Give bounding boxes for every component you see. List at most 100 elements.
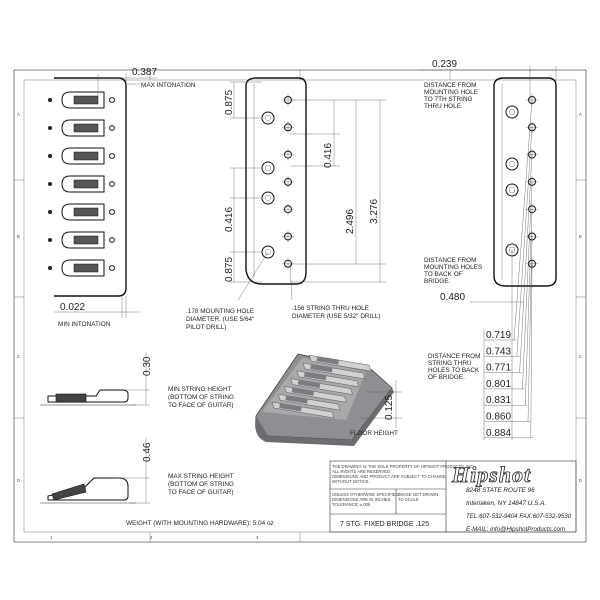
dim-0416-left: 0.416	[224, 207, 235, 232]
saddle	[48, 259, 115, 277]
part-name: 7 STG. FIXED BRIDGE .125	[340, 521, 429, 528]
dim-max-height: 0.46	[142, 442, 153, 462]
string-thru-hole	[282, 203, 294, 216]
dist-back-note-1: DISTANCE FROM	[424, 257, 476, 264]
dist-back-note-2: MOUNTING HOLES	[424, 264, 482, 271]
dim-2496: 2.496	[345, 209, 356, 234]
string-thru-hole	[282, 148, 294, 161]
string-dim-value: 0.860	[486, 412, 511, 423]
saddle	[48, 147, 115, 165]
string-note-1: DISTANCE FROM	[428, 353, 480, 360]
dist-back-note-4: BRIDGE.	[424, 278, 451, 285]
legal-line-2: ALL RIGHTS ARE RESERVED.	[332, 469, 391, 474]
max-note-2: (BOTTOM OF STRING	[168, 481, 234, 488]
row-label-c: C	[17, 354, 20, 359]
string-thru-hole	[282, 230, 294, 243]
fan-leader	[516, 127, 533, 357]
mount-hole-note-2: DIAMETER. (USE 5/64"	[186, 316, 254, 323]
min-height-view: 0.30 MIN STRING HEIGHT (BOTTOM OF STRING…	[40, 352, 234, 409]
saddle	[48, 203, 115, 221]
fan-leader	[527, 236, 533, 422]
row-label-a: A	[17, 112, 20, 117]
render-saddle	[308, 354, 372, 372]
dim-0416-right: 0.416	[323, 143, 334, 168]
dim-min-height: 0.30	[142, 356, 153, 376]
fan-leader	[522, 181, 533, 389]
max-note-1: MAX STRING HEIGHT	[168, 473, 234, 480]
string-dim-value: 0.743	[486, 346, 511, 357]
render-saddle	[271, 401, 335, 419]
row-label-c-right: C	[579, 354, 582, 359]
col-label-3: 3	[256, 535, 259, 540]
render-saddle	[302, 362, 366, 380]
hole-view-bridge: 0.875 0.416 0.875 0.416 2.496 3.276 .178…	[186, 77, 386, 331]
title-block: THE DRAWING IS THE SOLE PROPERTY OF HIPS…	[329, 460, 577, 533]
string-note-2: STRING THRU	[428, 360, 472, 367]
string-dim-value: 0.831	[486, 395, 511, 406]
scale-line-2: TO SCALE	[398, 497, 419, 502]
top-view-bridge: 0.387 MAX INTONATION 0.022 MIN INTONATIO…	[48, 67, 196, 328]
fan-leader	[530, 263, 533, 438]
legal-line-3: DIMENSIONS AND PRODUCT ARE SUBJECT TO CH…	[332, 474, 446, 479]
min-note-1: MIN STRING HEIGHT	[168, 386, 232, 393]
col-label-2: 2	[150, 535, 153, 540]
render-saddle	[277, 393, 341, 411]
dist-back-note-3: TO BACK OF	[424, 271, 463, 278]
hipshot-logo: Hipshot	[451, 462, 531, 487]
mount-hole-note-1: .178 MOUNTING HOLE	[186, 308, 254, 315]
mount-hole-note-3: PILOT DRILL)	[186, 324, 226, 331]
string-note-3: HOLES TO BACK	[428, 367, 480, 374]
dim-0239: 0.239	[432, 59, 457, 70]
max-note-3: TO FACE OF GUITAR)	[168, 489, 233, 496]
saddle	[48, 119, 115, 137]
saddle	[48, 231, 115, 249]
dim-max-intonation: 0.387	[132, 67, 157, 78]
col-label-1: 1	[50, 535, 53, 540]
floor-height-label: FLOOR HEIGHT	[350, 430, 398, 437]
side-view-bridge: 0.239 DISTANCE FROM MOUNTING HOLE TO 7TH…	[420, 59, 557, 440]
dim-floor-height: 0.125	[384, 395, 395, 420]
dim-min-intonation: 0.022	[60, 302, 85, 313]
string-note-4: OF BRIDGE.	[428, 374, 465, 381]
string-dim-value: 0.884	[486, 428, 511, 439]
render-saddle	[290, 378, 353, 395]
scale-line-1: IMAGE NOT DRAWN	[398, 492, 438, 497]
dist-7th-note-1: DISTANCE FROM	[424, 82, 476, 89]
string-dim-value: 0.719	[486, 330, 511, 341]
address-line-1: 8248 STATE ROUTE 96	[466, 487, 535, 494]
row-label-d-right: D	[579, 478, 582, 483]
string-dim-value: 0.801	[486, 379, 511, 390]
render-saddle	[284, 386, 347, 403]
label-min-intonation: MIN INTONATION	[58, 321, 111, 328]
thru-hole-note-2: DIAMETER (USE 5/32" DRILL)	[292, 313, 381, 320]
min-note-2: (BOTTOM OF STRING	[168, 394, 234, 401]
legal-line-1: THE DRAWING IS THE SOLE PROPERTY OF HIPS…	[332, 464, 475, 469]
row-label-b: B	[17, 234, 20, 239]
tel-fax: TEL:607-532-9404 FAX:607-532-9530	[466, 513, 572, 520]
label-max-intonation: MAX INTONATION	[141, 82, 196, 89]
render-saddle	[296, 370, 360, 388]
dim-0480: 0.480	[440, 292, 465, 303]
row-label-a-right: A	[579, 112, 582, 117]
tolerance-line-2: DIMENSIONS ARE IN INCHES	[332, 497, 391, 502]
max-height-view: 0.46 MAX STRING HEIGHT (BOTTOM OF STRING…	[40, 438, 234, 504]
weight-label: WEIGHT (WITH MOUNTING HARDWARE): 5.04 oz	[126, 520, 274, 527]
row-label-d: D	[17, 478, 20, 483]
dist-7th-note-3: TO 7TH STRING	[424, 96, 473, 103]
fan-leader	[513, 99, 533, 341]
tolerance-line-3: TOLERANCE: ±.005	[332, 502, 371, 507]
dim-3276: 3.276	[369, 199, 380, 224]
saddle	[48, 175, 115, 193]
tolerance-line-1: UNLESS OTHERWISE SPECIFIED:	[332, 492, 400, 497]
fan-leader	[525, 209, 533, 406]
string-thru-hole	[282, 121, 294, 134]
fan-leader	[519, 154, 533, 373]
dim-0875-bottom: 0.875	[224, 257, 235, 282]
thru-hole-note-1: .156 STRING THRU HOLE	[292, 305, 369, 312]
dist-7th-note-4: THRU HOLE.	[424, 103, 463, 110]
dim-0875-top: 0.875	[224, 90, 235, 115]
saddle	[48, 91, 115, 109]
row-label-b-right: B	[579, 234, 582, 239]
